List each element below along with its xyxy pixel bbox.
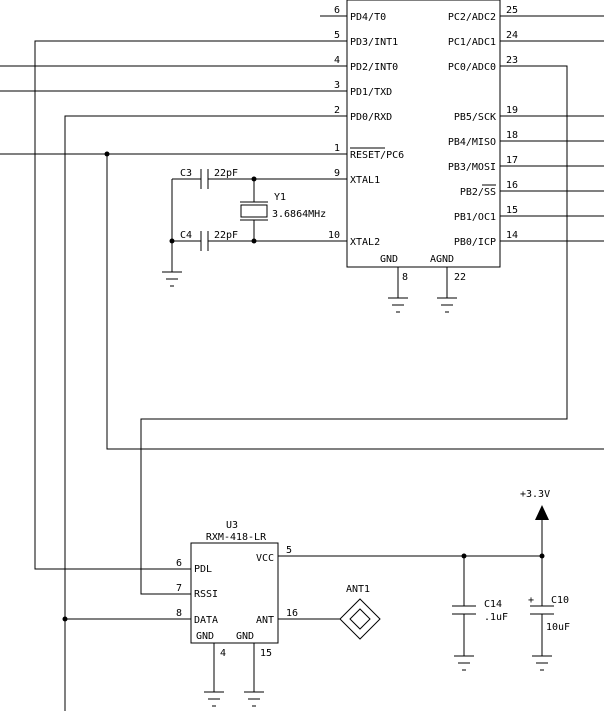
- pin-num: 9: [334, 168, 340, 179]
- pin-num: 16: [286, 608, 298, 619]
- c3-ref: C3: [180, 168, 192, 179]
- pin-label-pc2: PC2/ADC2: [448, 12, 496, 23]
- pin-label-pd4: PD4/T0: [350, 12, 386, 23]
- pin-label-xtal2: XTAL2: [350, 237, 380, 248]
- pin-label-pd2: PD2/INT0: [350, 62, 398, 73]
- pin-label-pc1: PC1/ADC1: [448, 37, 496, 48]
- antenna-symbol-inner: [349, 608, 371, 630]
- pin-label-rssi: RSSI: [194, 589, 218, 600]
- pin-num: 5: [286, 545, 292, 556]
- pin-label-pb2: PB2/SS: [460, 187, 496, 198]
- c3-value: 22pF: [214, 168, 238, 179]
- junction-dot: [251, 238, 257, 244]
- pin-label-pb5: PB5/SCK: [454, 112, 496, 123]
- pin-label-pb4: PB4/MISO: [448, 137, 496, 148]
- power-arrow-icon: [535, 505, 549, 520]
- crystal-value: 3.6864MHz: [272, 209, 326, 220]
- pin-num: 14: [506, 230, 518, 241]
- ground-symbol: [532, 655, 552, 671]
- pin-num: 5: [334, 30, 340, 41]
- junction-dot: [169, 238, 175, 244]
- pin-num: 6: [176, 558, 182, 569]
- pin-num: 8: [176, 608, 182, 619]
- pin-label-gnd: GND: [196, 631, 214, 642]
- pin-label-reset: RESET/PC6: [350, 150, 404, 161]
- pin-num: 22: [454, 272, 466, 283]
- pin-num: 15: [260, 648, 272, 659]
- pin-num: 19: [506, 105, 518, 116]
- ground-symbol: [437, 297, 457, 313]
- pin-label-vcc: VCC: [256, 553, 274, 564]
- pin-num: 10: [328, 230, 340, 241]
- antenna: ANT1: [278, 584, 381, 640]
- pin-num: 15: [506, 205, 518, 216]
- c4-value: 22pF: [214, 230, 238, 241]
- receiver-part: RXM-418-LR: [206, 532, 267, 543]
- pin-label-pb0: PB0/ICP: [454, 237, 496, 248]
- receiver-body: [190, 542, 279, 644]
- pin-label-agnd: AGND: [430, 254, 454, 265]
- pin-num: 4: [334, 55, 340, 66]
- pin-num: 1: [334, 143, 340, 154]
- pin-num: 25: [506, 5, 518, 16]
- c14-ref: C14: [484, 599, 502, 610]
- ground-symbol: [162, 271, 182, 287]
- c10-ref: C10: [551, 595, 569, 606]
- c14-value: .1uF: [484, 612, 508, 623]
- junction-dot: [62, 616, 68, 622]
- pin-label-pd3: PD3/INT1: [350, 37, 398, 48]
- mcu-body: [346, 0, 501, 268]
- net-reset-branch: [106, 154, 604, 450]
- c10-polarity: +: [528, 595, 534, 606]
- c4-ref: C4: [180, 230, 192, 241]
- crystal-ref: Y1: [274, 192, 286, 203]
- pin-label-gnd: GND: [380, 254, 398, 265]
- net-pd0-data: [64, 115, 320, 711]
- pin-label-gnd: GND: [236, 631, 254, 642]
- pin-label-pb3: PB3/MOSI: [448, 162, 496, 173]
- pin-num: 17: [506, 155, 518, 166]
- crystal-body: [240, 204, 268, 218]
- ground-symbol: [388, 297, 408, 313]
- pin-num: 3: [334, 80, 340, 91]
- receiver-ref: U3: [226, 520, 238, 531]
- pin-num: 8: [402, 272, 408, 283]
- pin-label-pd1: PD1/TXD: [350, 87, 392, 98]
- pin-num: 6: [334, 5, 340, 16]
- pin-label-ant: ANT: [256, 615, 274, 626]
- ground-symbol: [204, 691, 224, 707]
- ground-symbol: [454, 655, 474, 671]
- ground-symbol: [244, 691, 264, 707]
- pin-label-xtal1: XTAL1: [350, 175, 380, 186]
- pin-label-pb1: PB1/OC1: [454, 212, 496, 223]
- c10-value: 10uF: [546, 622, 570, 633]
- pin-num: 2: [334, 105, 340, 116]
- microcontroller: 6 5 4 3 2 1 9 10 PD4/T0 PD3/INT1 PD2/INT…: [320, 0, 540, 298]
- pin-num: 16: [506, 180, 518, 191]
- crystal-circuit: Y1 3.6864MHz C3 22pF C4 22pF: [169, 168, 326, 272]
- pin-label-data: DATA: [194, 615, 218, 626]
- net-pd3-pdl: [34, 40, 320, 570]
- pin-num: 7: [176, 583, 182, 594]
- pin-num: 23: [506, 55, 518, 66]
- pin-num: 4: [220, 648, 226, 659]
- net-pc0-rssi: [140, 65, 568, 595]
- pin-label-pdl: PDL: [194, 564, 212, 575]
- pin-num: 18: [506, 130, 518, 141]
- pin-label-pd0: PD0/RXD: [350, 112, 392, 123]
- junction-dot: [104, 151, 110, 157]
- antenna-ref: ANT1: [346, 584, 370, 595]
- power-section: +3.3V C14 .1uF + C10 10uF: [278, 489, 570, 656]
- junction-dot: [251, 176, 257, 182]
- pin-label-pc0: PC0/ADC0: [448, 62, 496, 73]
- pin-num: 24: [506, 30, 518, 41]
- power-label: +3.3V: [520, 489, 550, 500]
- receiver-module: U3 RXM-418-LR PDL RSSI DATA VCC ANT GND …: [176, 520, 298, 692]
